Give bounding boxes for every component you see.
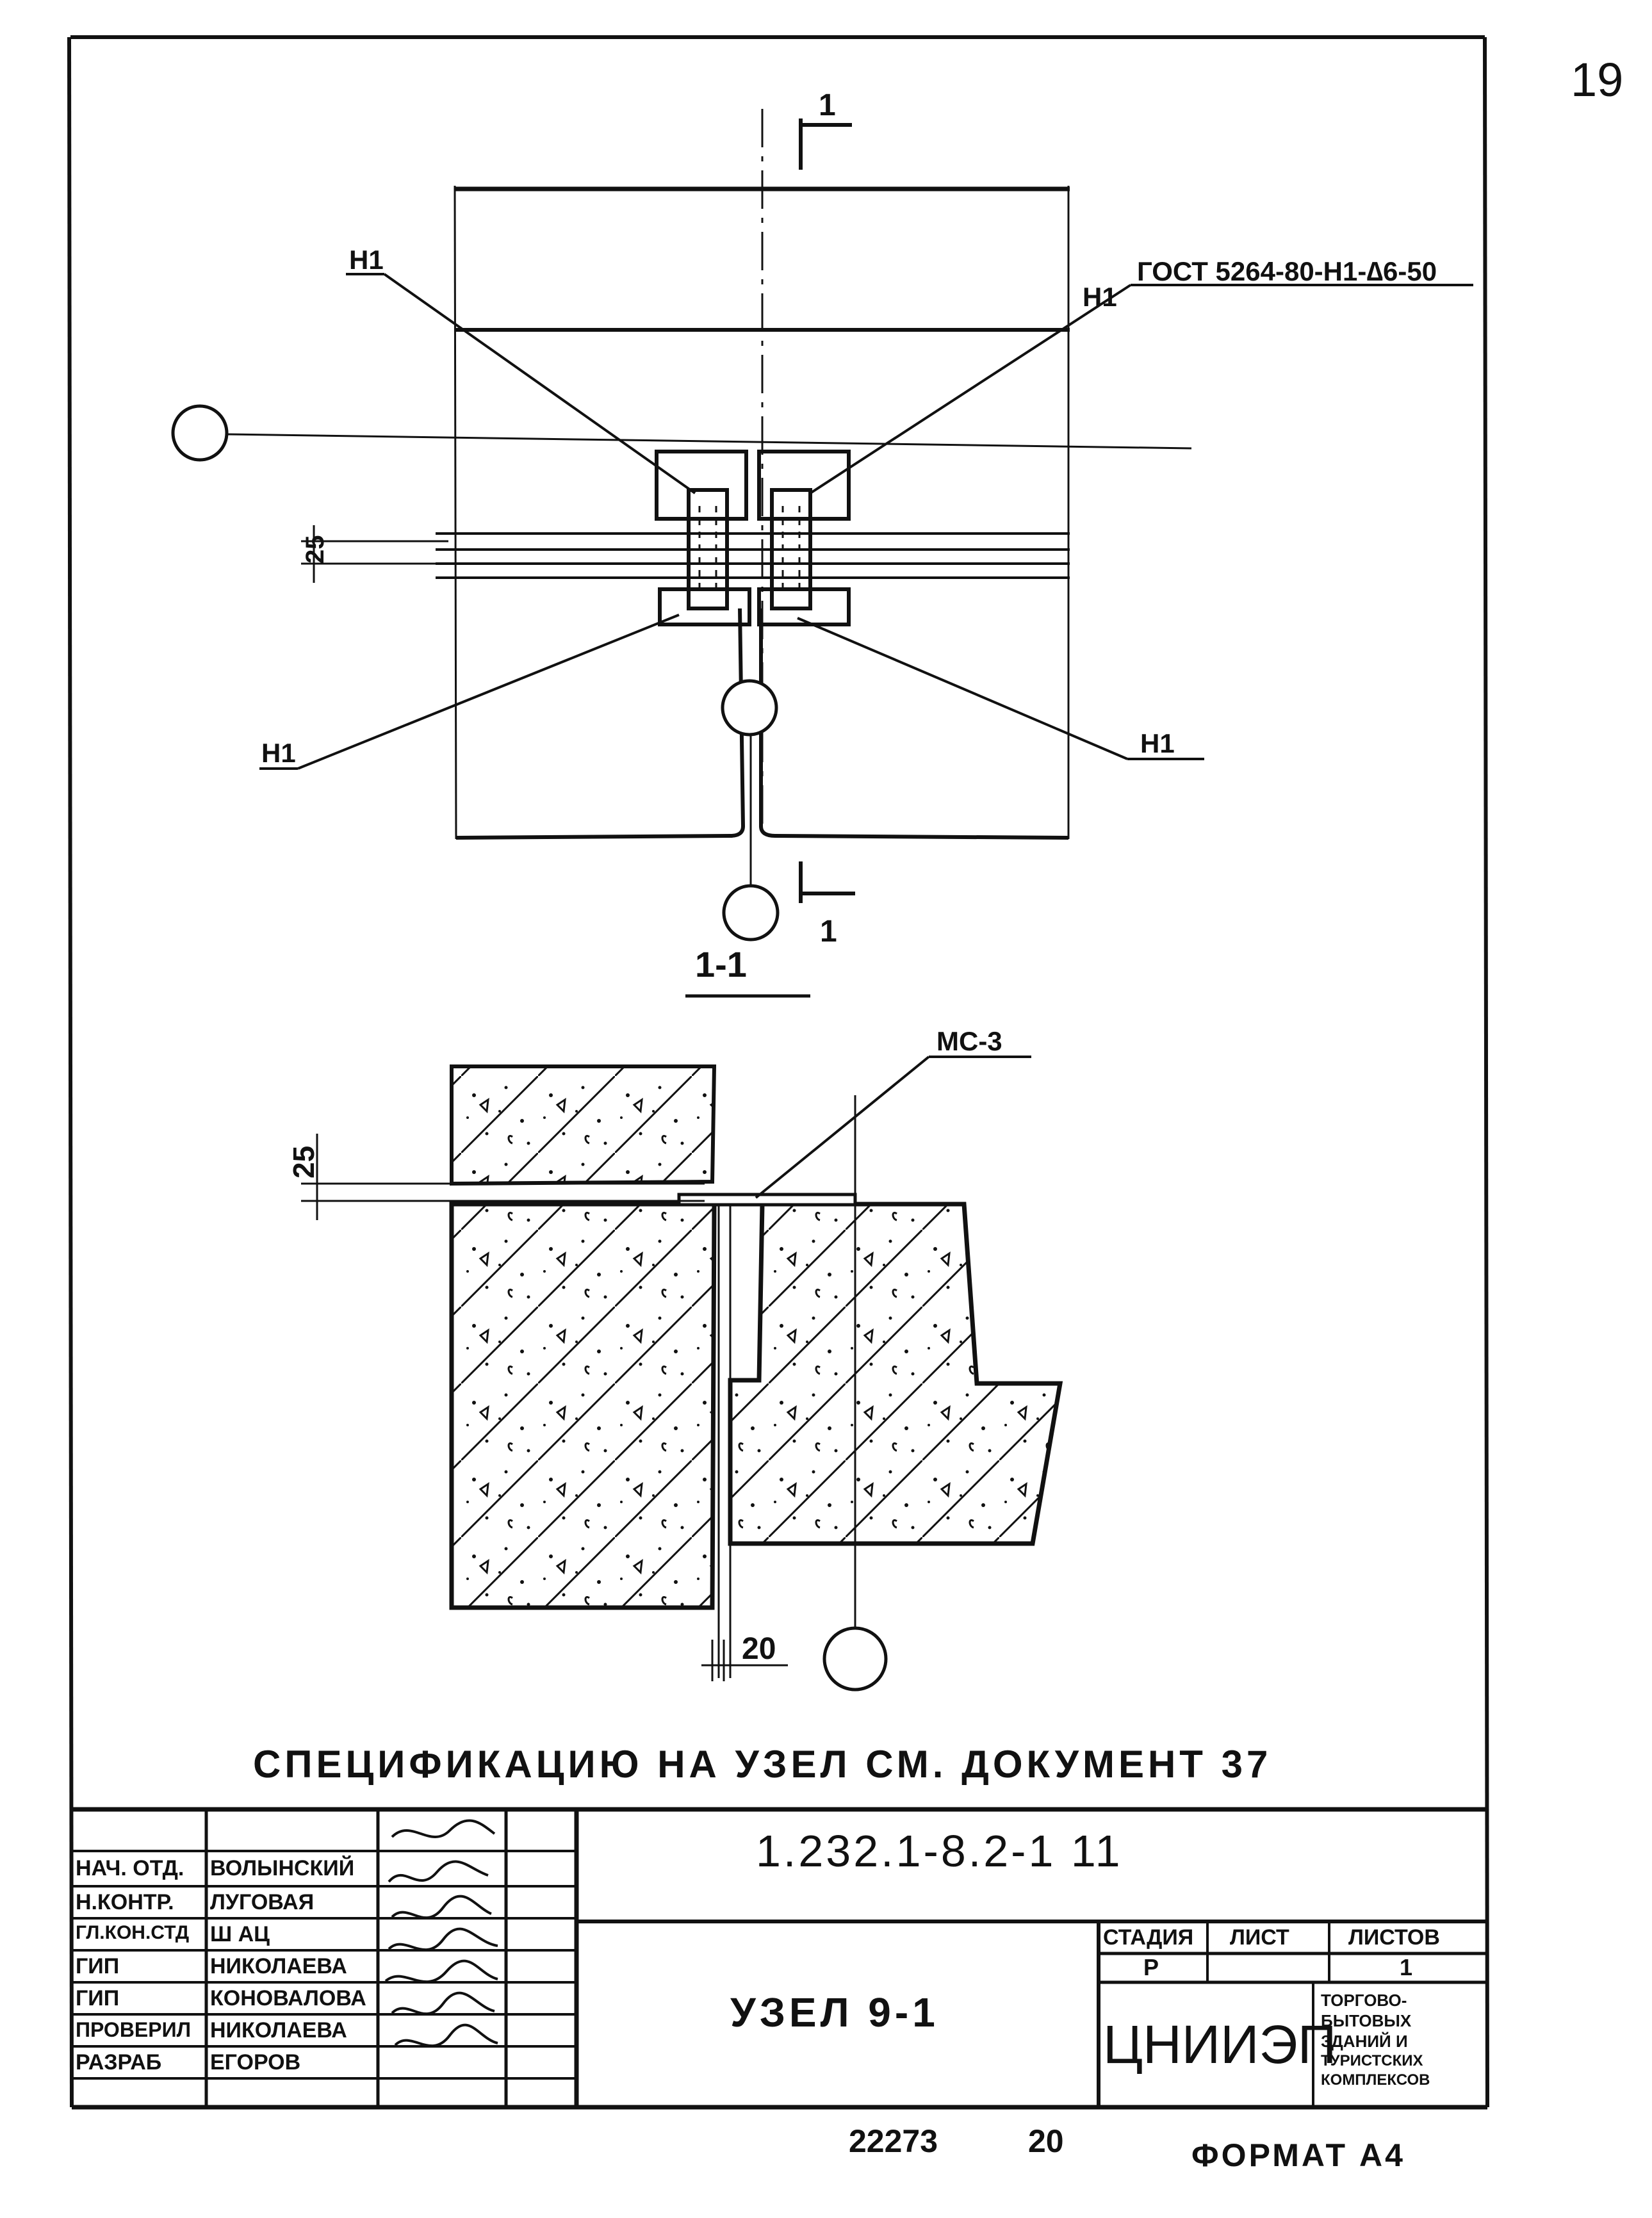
title-block-grid [72, 1807, 1487, 2107]
organization-subtitle: ТОРГОВО- БЫТОВЫХ ЗДАНИЙ И ТУРИСТСКИХ КОМ… [1321, 1992, 1484, 2088]
stage-header: СТАДИЯ [1103, 1925, 1194, 1950]
weld-label-top-right: Н1 [1083, 282, 1117, 312]
role-label-chief-constructor: ГЛ.КОН.СТД [76, 1922, 190, 1943]
sheet-format: ФОРМАТ А4 [1191, 2137, 1405, 2173]
role-name-gip-1: НИКОЛАЕВА [210, 1954, 347, 1978]
section-view [301, 1056, 1063, 1692]
role-label-head-dept: НАЧ. ОТД. [76, 1856, 184, 1880]
plan-gap-dimension: 25 [301, 535, 329, 564]
role-name-chief-constructor: Ш АЦ [210, 1922, 270, 1946]
section-mark-bottom: 1 [820, 915, 837, 949]
axis-bubble-section [822, 1626, 888, 1692]
org-subtitle-line: ЗДАНИЙ И [1321, 2032, 1408, 2051]
org-subtitle-line: БЫТОВЫХ [1321, 2011, 1412, 2030]
role-name-norm-control: ЛУГОВАЯ [210, 1890, 315, 1914]
role-name-developer: ЕГОРОВ [210, 2050, 301, 2075]
document-code: 1.232.1-8.2-1 11 [756, 1826, 1123, 1876]
role-name-head-dept: ВОЛЫНСКИЙ [210, 1856, 355, 1880]
org-subtitle-line: ТУРИСТСКИХ [1321, 2052, 1423, 2069]
axis-bubble-left [171, 404, 229, 462]
section-gap-dimension: 25 [287, 1146, 320, 1178]
role-name-checked: НИКОЛАЕВА [210, 2018, 347, 2043]
signatures [384, 1819, 498, 2048]
org-subtitle-line: ТОРГОВО- [1321, 1991, 1407, 2010]
stage-value: Р [1143, 1954, 1159, 1980]
section-title: 1-1 [695, 944, 747, 984]
specification-note: СПЕЦИФИКАЦИЮ НА УЗЕЛ СМ. ДОКУМЕНТ 37 [253, 1743, 1272, 1786]
insert-label: МС-3 [936, 1026, 1002, 1056]
sheet-header: ЛИСТ [1230, 1925, 1289, 1950]
gost-note: ГОСТ 5264-80-Н1-∆6-50 [1137, 256, 1437, 286]
sheets-value: 1 [1400, 1954, 1413, 1980]
node-name: УЗЕЛ 9-1 [730, 1989, 939, 2035]
weld-label-bottom-left: Н1 [261, 738, 296, 768]
role-label-checked: ПРОВЕРИЛ [76, 2018, 192, 2041]
role-label-developer: РАЗРАБ [76, 2050, 162, 2075]
role-label-norm-control: Н.КОНТР. [76, 1890, 174, 1914]
sheet-frame [67, 35, 1489, 2110]
sheets-header: ЛИСТОВ [1348, 1925, 1440, 1950]
weld-label-bottom-right: Н1 [1140, 728, 1175, 758]
org-subtitle-line: КОМПЛЕКСОВ [1321, 2071, 1430, 2089]
role-label-gip-1: ГИП [76, 1954, 120, 1978]
organization-name: ЦНИИЭП [1103, 2014, 1337, 2075]
axis-bubble-mid [721, 679, 778, 737]
copy-number: 20 [1028, 2123, 1064, 2159]
role-label-gip-2: ГИП [76, 1986, 120, 2010]
axis-bubble-bottom [722, 884, 780, 942]
section-mark-top: 1 [819, 88, 836, 122]
role-name-gip-2: КОНОВАЛОВА [210, 1986, 366, 2010]
weld-label-top-left: Н1 [349, 245, 384, 275]
plan-view [171, 109, 1473, 942]
page-number: 19 [1571, 53, 1624, 106]
joint-width-dimension: 20 [742, 1632, 776, 1666]
inventory-number: 22273 [849, 2123, 938, 2159]
